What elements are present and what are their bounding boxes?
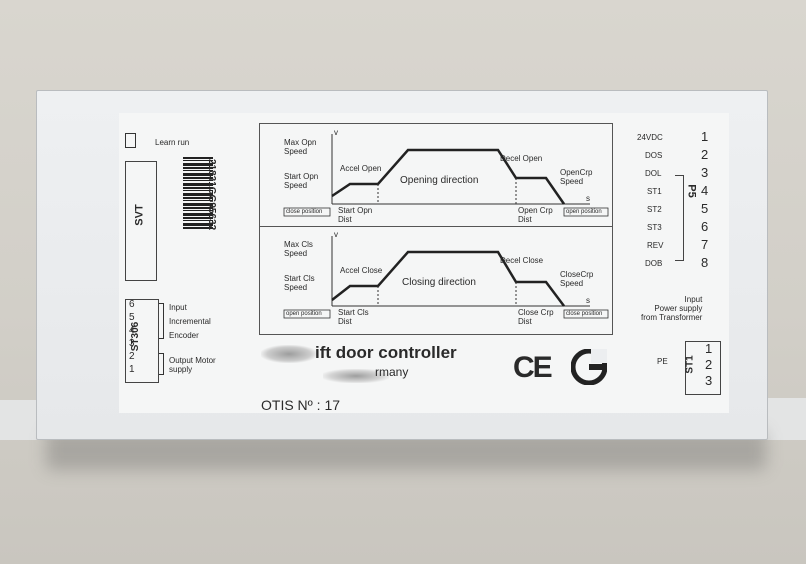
speed-profile-diagram: v s Max Opn Speed Start Opn Speed Accel … bbox=[259, 123, 613, 335]
p5-signal-st1: ST1 bbox=[647, 187, 662, 196]
st306-encoder-label: Encoder bbox=[169, 331, 199, 340]
top-x-axis-label: s bbox=[586, 194, 590, 203]
top-crp-dist-label: Open Crp Dist bbox=[518, 206, 553, 224]
st1-label: ST1 bbox=[684, 355, 696, 374]
st1-pin-1: 1 bbox=[705, 341, 713, 356]
learn-run-button[interactable] bbox=[125, 133, 136, 148]
st306-motor-brace bbox=[159, 353, 164, 375]
product-title: ift door controller bbox=[315, 343, 457, 362]
st306-motor-label: Output Motor supply bbox=[169, 356, 216, 374]
p5-signal-st2: ST2 bbox=[647, 205, 662, 214]
st1-pin-3: 3 bbox=[705, 373, 713, 388]
barcode bbox=[183, 157, 213, 229]
product-label bbox=[119, 113, 729, 413]
st306-pin-6: 6 bbox=[129, 299, 135, 310]
model-label: SVT bbox=[133, 204, 146, 226]
st1-connector-box bbox=[685, 341, 721, 395]
certification-logo-icon bbox=[571, 349, 607, 385]
st306-pin-5: 5 bbox=[129, 312, 135, 323]
top-max-speed-label: Max Opn Speed bbox=[284, 138, 317, 156]
st306-input-label: Input bbox=[169, 303, 187, 312]
p5-signal-dob: DOB bbox=[645, 259, 663, 268]
p5-pin-3: 3 bbox=[701, 165, 709, 180]
obscured-brand-smudge bbox=[261, 345, 317, 363]
p5-connector-label: P5 bbox=[685, 184, 698, 198]
top-start-speed-label: Start Opn Speed bbox=[284, 172, 319, 190]
diagram-divider bbox=[260, 226, 612, 227]
bottom-left-position-label: open position bbox=[286, 311, 322, 317]
bottom-y-axis-label: v bbox=[334, 230, 338, 239]
power-input-label: Input Power supply from Transformer bbox=[641, 295, 703, 322]
st306-pin-1: 1 bbox=[129, 364, 135, 375]
bottom-right-position-box bbox=[563, 309, 609, 319]
p5-connector-bracket bbox=[675, 175, 684, 261]
pe-label: PE bbox=[657, 357, 668, 366]
bottom-max-speed-label: Max Cls Speed bbox=[284, 240, 313, 258]
top-y-axis-label: v bbox=[334, 128, 338, 137]
bottom-decel-label: Decel Close bbox=[500, 256, 544, 265]
top-decel-label: Decel Open bbox=[500, 154, 543, 163]
top-creep-label: OpenCrp Speed bbox=[560, 168, 593, 186]
st1-pin-2: 2 bbox=[705, 357, 713, 372]
bottom-right-position-label: close position bbox=[566, 311, 603, 317]
product-subtitle: rmany bbox=[375, 365, 409, 379]
bottom-start-speed-label: Start Cls Speed bbox=[284, 274, 315, 292]
top-direction-label: Opening direction bbox=[400, 175, 479, 186]
barcode-number: 21831GG95632 bbox=[206, 159, 217, 231]
otis-number: OTIS Nº : 17 bbox=[261, 397, 341, 413]
st306-pin-3: 3 bbox=[129, 338, 135, 349]
ce-mark: CE bbox=[513, 351, 553, 384]
bottom-crp-dist-label: Close Crp Dist bbox=[518, 308, 554, 326]
top-left-position-box bbox=[283, 207, 331, 217]
learn-run-label: Learn run bbox=[155, 138, 190, 147]
top-right-position-box bbox=[563, 207, 609, 217]
p5-pin-5: 5 bbox=[701, 201, 709, 216]
p5-pin-1: 1 bbox=[701, 129, 709, 144]
p5-pin-8: 8 bbox=[701, 255, 709, 270]
bottom-accel-label: Accel Close bbox=[340, 266, 383, 275]
p5-signal-rev: REV bbox=[647, 241, 664, 250]
bottom-start-dist-label: Start Cls Dist bbox=[338, 308, 369, 326]
p5-signal-dol: DOL bbox=[645, 169, 662, 178]
bottom-speed-curve bbox=[331, 250, 565, 307]
top-speed-curve bbox=[331, 148, 566, 205]
controller-housing: Learn run SVT 21831GG95632 v s Max Op bbox=[36, 90, 768, 440]
bottom-direction-label: Closing direction bbox=[402, 277, 476, 288]
st306-incremental-label: Incremental bbox=[169, 317, 211, 326]
st306-connector-box bbox=[125, 299, 159, 383]
st306-encoder-brace bbox=[159, 303, 164, 339]
p5-pin-7: 7 bbox=[701, 237, 709, 252]
bottom-creep-label: CloseCrp Speed bbox=[560, 270, 594, 288]
p5-pin-6: 6 bbox=[701, 219, 709, 234]
speed-profile-svg bbox=[283, 134, 609, 319]
p5-signal-24vdc: 24VDC bbox=[637, 133, 663, 142]
obscured-text-smudge bbox=[323, 369, 389, 383]
p5-signal-dos: DOS bbox=[645, 151, 663, 160]
bottom-left-position-box bbox=[283, 309, 331, 319]
p5-pin-2: 2 bbox=[701, 147, 709, 162]
top-accel-label: Accel Open bbox=[340, 164, 382, 173]
model-box bbox=[125, 161, 157, 281]
st306-pin-4: 4 bbox=[129, 325, 135, 336]
p5-pin-4: 4 bbox=[701, 183, 709, 198]
top-left-position-label: close position bbox=[286, 209, 323, 215]
top-start-dist-label: Start Opn Dist bbox=[338, 206, 373, 224]
top-right-position-label: open position bbox=[566, 209, 602, 215]
p5-signal-st3: ST3 bbox=[647, 223, 662, 232]
bottom-x-axis-label: s bbox=[586, 296, 590, 305]
st306-pin-2: 2 bbox=[129, 351, 135, 362]
